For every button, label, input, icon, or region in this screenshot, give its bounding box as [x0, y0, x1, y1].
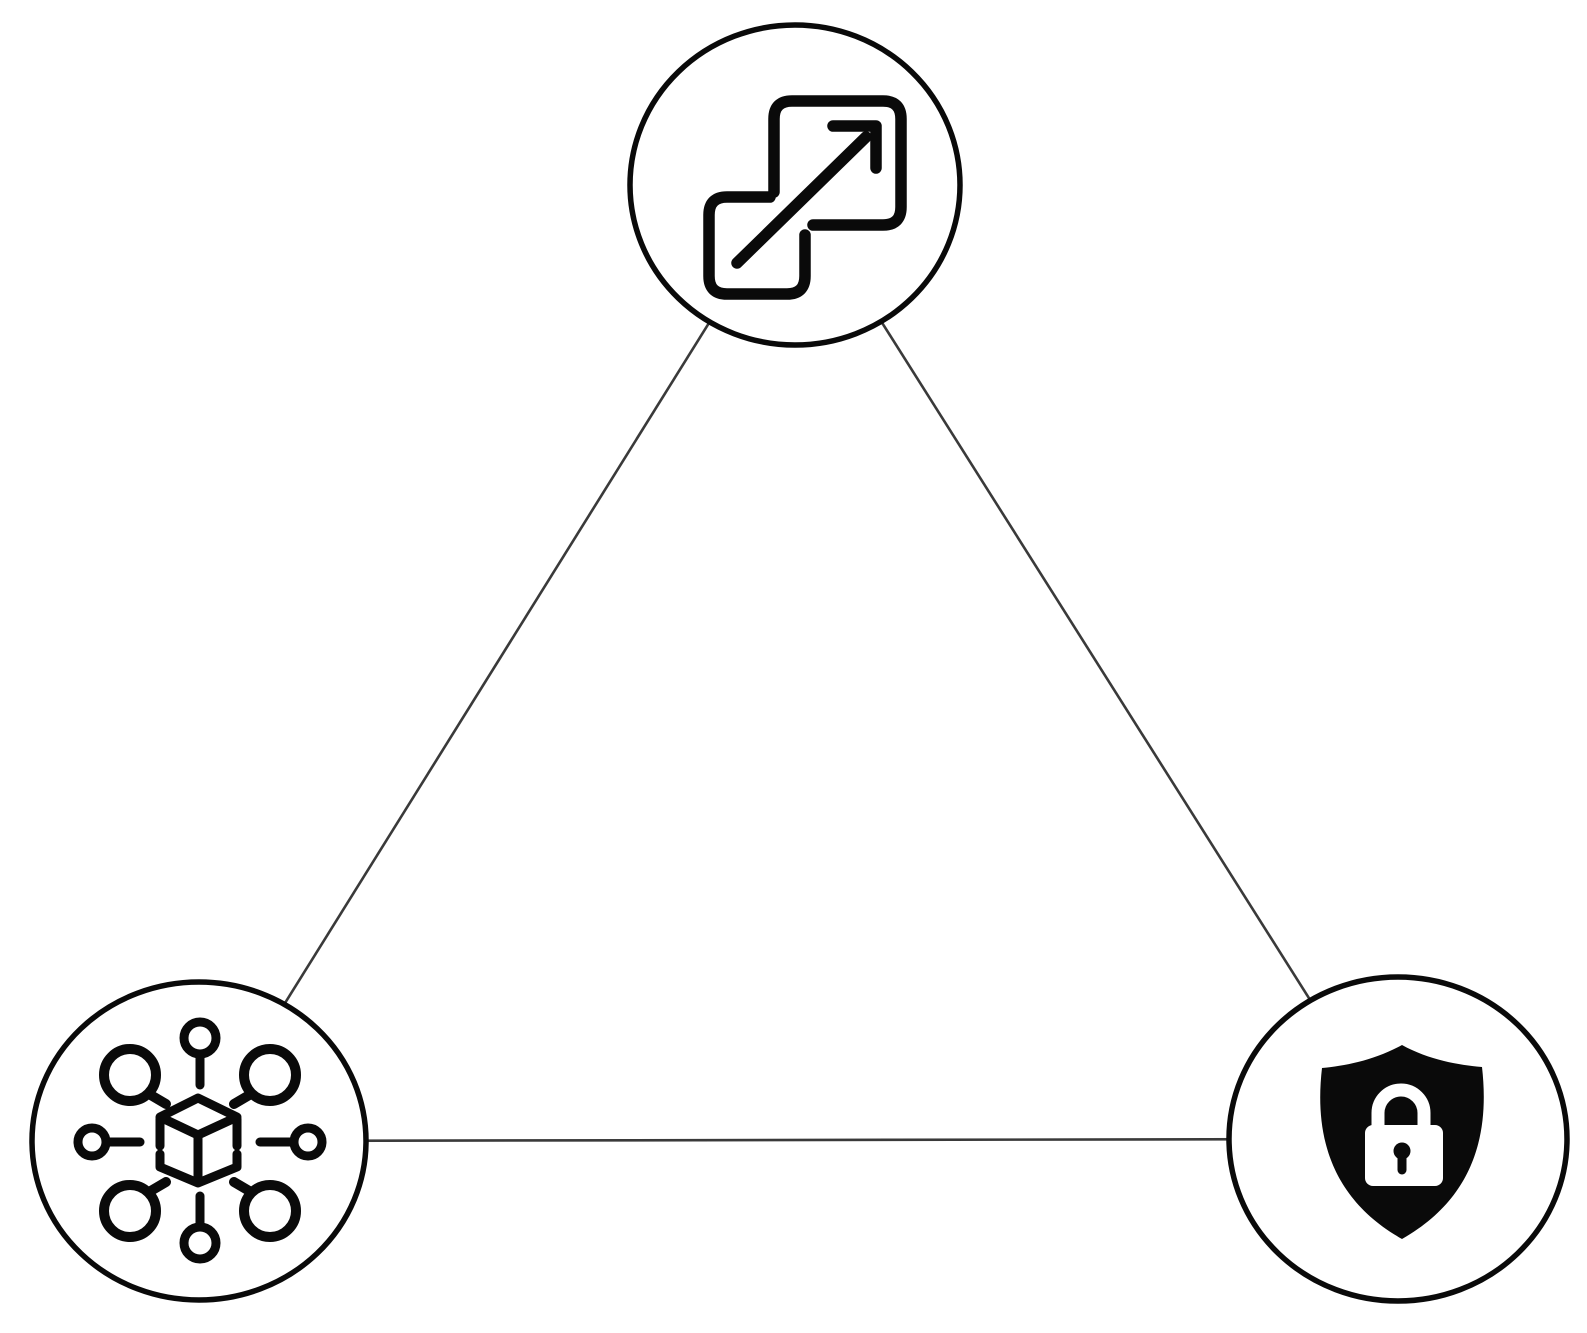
network-tail-northwest: [144, 1089, 171, 1109]
node-bottom-right: [1226, 974, 1570, 1304]
resize-small-square: [703, 191, 811, 300]
edge-bottom-left-to-bottom-right: [198, 1137, 1399, 1143]
network-tail-southeast: [229, 1177, 256, 1197]
edge-top-to-bottom-left: [197, 184, 797, 1142]
network-node-northeast: [239, 1044, 301, 1106]
node-bottom-left: [29, 979, 369, 1303]
cube-bottom-edges: [155, 1149, 242, 1188]
decentralized-network-cube-icon: [73, 1017, 327, 1264]
network-tail-northeast: [229, 1089, 256, 1109]
network-node-southwest: [99, 1180, 161, 1242]
network-node-southeast: [239, 1180, 301, 1242]
network-node-northwest: [99, 1044, 161, 1106]
node-top: [627, 22, 963, 348]
scale-resize-arrow-icon: [703, 95, 907, 300]
resize-large-square: [768, 95, 907, 231]
resize-arrow-shaft: [731, 131, 872, 269]
resize-arrow-head: [827, 120, 882, 174]
edge-top-to-bottom-right: [793, 184, 1400, 1140]
security-shield-lock-icon: [1320, 1045, 1484, 1239]
network-tail-southwest: [144, 1177, 171, 1197]
network-diagonal-nodes: [99, 1044, 301, 1242]
triangle-edges: [197, 184, 1400, 1143]
padlock-shackle: [1371, 1083, 1431, 1128]
padlock-keyhole: [1393, 1142, 1411, 1175]
